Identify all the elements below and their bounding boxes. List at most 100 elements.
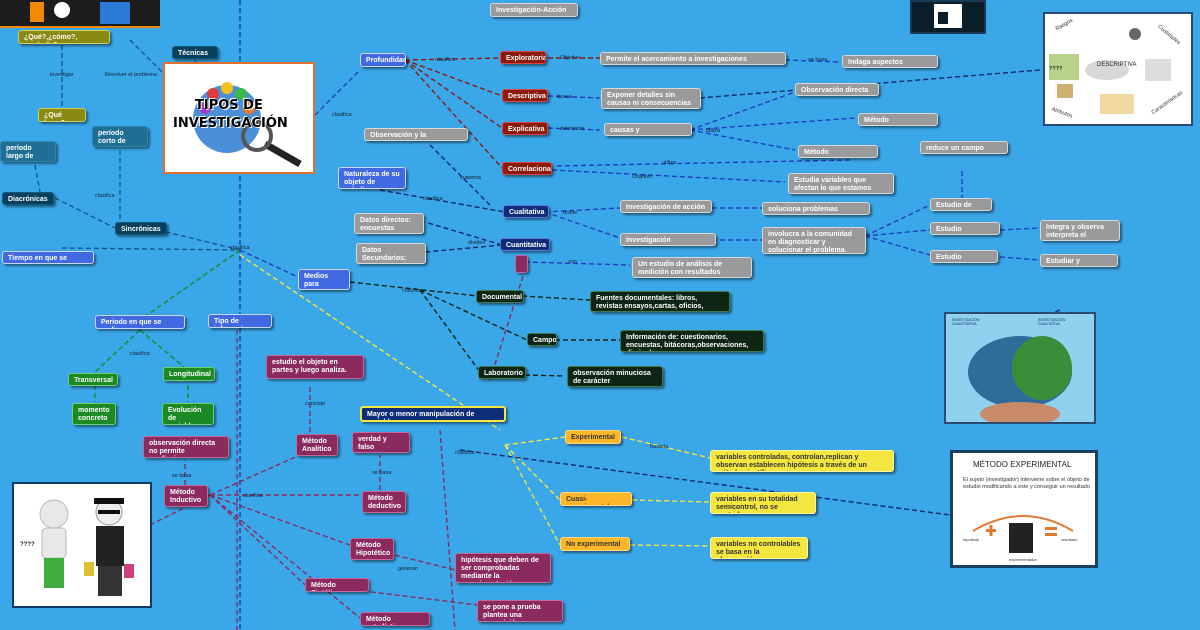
medios-obtener-node[interactable]: Medios para obtener datos [298,269,350,290]
investigar-label: investigar [50,72,74,78]
datos-secundarios-node[interactable]: Datos Secundarios: INEGI [356,243,426,264]
variables-no-controlables-node[interactable]: variables no controlables se basa en la … [710,537,808,559]
evolucion-variables-node[interactable]: Evolución de variables [162,403,214,425]
utiliza-label-2: utiliza [662,160,677,166]
clasifica-label-2: clasifica [332,112,352,118]
informacion-de-node[interactable]: Información de: cuestionarios, encuestas… [620,330,764,352]
mayor-menor-node[interactable]: Mayor o menor manipulación de variables [360,406,506,422]
integra-observa-node[interactable]: Integra y observa interpreta el problema [1040,220,1120,241]
periodo-realiza-node[interactable]: Periodo en que se realiza [95,315,185,329]
descriptiva-node[interactable]: Descriptiva [502,89,548,102]
campo-node[interactable]: Campo [527,333,557,346]
cualitativa-node[interactable]: Cualitativa [503,205,549,218]
variables-controladas-node[interactable]: variables controladas, controlan,replica… [710,450,894,472]
metodo-sintetico-node[interactable]: Método Sintético [305,578,369,592]
clasifican-label-1: clasifica [95,193,115,199]
investigacion-accion-node[interactable]: Investigación de acción [620,200,712,213]
se-pone-prueba-node[interactable]: se pone a prueba plantea una suposición. [477,600,563,622]
fuentes-documentales-node[interactable]: Fuentes documentales: libros, revistas e… [590,291,730,312]
busca-label: busca [557,94,572,100]
variables-totalidad-node[interactable]: variables en su totalidad semicontrol, n… [710,492,816,514]
permite-acercamiento-node[interactable]: Permite el acercamiento a investigacione… [600,52,786,65]
basada-label: basada [650,444,669,450]
determina-label: determina [560,126,585,132]
investigacion-accion-top-node[interactable]: Investigación-Acción [490,3,578,17]
tiempo-efectua-node[interactable]: Tiempo en que se efectúa [2,251,94,264]
naturaleza-node[interactable]: Naturaleza de su objeto de estudio. [338,167,406,189]
objetivo-label-2: Objetivo [632,174,653,180]
resultado-label: resultado [1061,537,1078,542]
metodo-deductivo-node[interactable]: Método deductivo [362,491,406,513]
estudio-objeto-partes-node[interactable]: estudio el objeto en partes y luego anal… [266,355,364,379]
longitudinal-node[interactable]: Longitudinal [163,367,215,381]
datos-directos-node[interactable]: Datos directos: encuestas directas [354,213,424,234]
indaga-aspectos-node[interactable]: Indaga aspectos concretos [842,55,938,68]
descriptiva-panel: DESCRIPTIVA Rasgos Cualidades Atributos … [1043,12,1193,126]
transversal-node[interactable]: Transversal [68,373,118,386]
metodo-correlacional-node[interactable]: Método Correlacional [798,145,878,158]
profundidad-node[interactable]: Profundidad [360,53,406,67]
no-experimental-node[interactable]: No experimental [560,537,630,551]
exploratoria-node[interactable]: Exploratoria [500,51,546,64]
sincronicas-node[interactable]: Sincrónicas [115,222,167,235]
observacion-directa-node[interactable]: Observación directa [795,83,879,96]
resolver-label: Resolver el problema [105,72,157,78]
metodo-inductivo-node[interactable]: Método Inductivo [164,485,208,507]
observacion-minuciosa-node[interactable]: observación minuciosa de carácter experi… [567,366,663,387]
estudio-etnografico-node[interactable]: Estudio etnográfico [930,222,1000,235]
exponer-detalles-node[interactable]: Exponer detalles sin causas ni consecuen… [601,88,701,109]
estudiar-reconstruir-node[interactable]: Estudiar y reconstruir [1040,254,1118,267]
window-icon [910,0,986,34]
objetivo-label-1: Objetivo [560,55,581,61]
utiliza-label-1: utiliza [706,128,721,134]
causas-consecuencias-node[interactable]: causas y consecuencias [604,123,692,136]
estudia-variables-node[interactable]: Estudia variables que afectan lo que est… [788,173,894,194]
divide-label: divide [563,210,578,216]
clasifica-label-3: clasifica [423,196,443,202]
se-basa-label-1: se basa [808,57,828,63]
experimental-node[interactable]: Experimental [565,430,621,444]
metodo-experimental-body: El sujeto (investigador) interviene sobr… [963,477,1090,490]
dividen-label: dividen [468,240,486,246]
experimentador-label: experimentador [1009,557,1037,562]
soluciona-node[interactable]: soluciona problemas concretos [762,202,870,215]
hipotesis-deben-node[interactable]: hipótesis que deben de ser comprobadas m… [455,553,551,583]
reduce-campo-node[interactable]: reduce un campo amplio [920,141,1008,154]
involucra-node[interactable]: involucra a la comunidad en diagnosticar… [762,227,866,254]
estudio-historico-node[interactable]: Estudio histórico [930,250,998,263]
observacion-descripcion-node[interactable]: Observación y la descripción [364,128,468,141]
brain-left-label: INVESTIGACIÓN CUANTITATIVA [952,318,980,326]
metodo-estadistico-node[interactable]: Método estadístico [360,612,430,626]
son-label: son [568,259,577,265]
estudio-casos-node[interactable]: Estudio de casos [930,198,992,211]
laboratorio-node[interactable]: Laboratorio [478,366,526,379]
cuasi-experimental-node[interactable]: Cuasi-experimental [560,492,632,506]
metodo-hipotetico-node[interactable]: Método Hipotético [350,538,394,560]
observacion-no-permite-node[interactable]: observación directa no permite prediccio… [143,436,229,458]
clasifica-label-5: clasifica [130,351,150,357]
que-hago-node[interactable]: ¿Qué hago? [38,108,86,122]
metodo-analitico-node[interactable]: Método Analítico [296,434,338,456]
periodo-corto-node[interactable]: período corto de tiempo [92,126,148,147]
periodo-largo-node[interactable]: período largo de tiempo [0,141,56,162]
technique-node[interactable]: Técnicas [172,46,218,59]
investigacion-participativa-node[interactable]: Investigación participativa [620,233,716,246]
correlacional-node[interactable]: Correlacional [502,162,552,175]
title-line1: TIPOS DE [195,98,263,113]
documental-node[interactable]: Documental [476,290,524,303]
clasifica-label-7: clasifica [455,450,475,456]
metodo-experimental-node[interactable]: Método experimental [858,113,938,126]
estudio-analisis-node[interactable]: Un estudio de análisis de medición con r… [632,257,752,278]
verdad-falso-node[interactable]: verdad y falso [352,432,410,453]
title-image: TIPOS DE INVESTIGACIÓN [163,62,315,174]
que-como-cuando-node[interactable]: ¿Qué?,¿cómo?, ¿cuándo? [18,30,110,44]
diacronicas-node[interactable]: Diacrónicas [2,192,54,205]
explicativa-node[interactable]: Explicativa [502,122,548,135]
cuantitativa-pill[interactable] [515,255,528,273]
people-qmarks-label: ???? [20,542,35,548]
descriptiva-center-label: DESCRIPTIVA [1097,62,1137,68]
metodo-experimental-panel: MÉTODO EXPERIMENTAL El sujeto (investiga… [950,450,1098,568]
momento-concreto-node[interactable]: momento concreto [72,403,116,425]
cuantitativa-node[interactable]: Cuantitativa [500,238,550,251]
tipo-inferencia-node[interactable]: Tipo de inferencia [208,314,272,328]
